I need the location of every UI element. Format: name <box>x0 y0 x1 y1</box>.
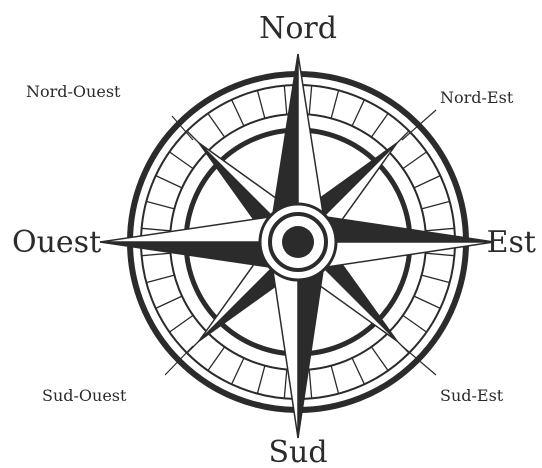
degree-band-tick <box>169 315 193 332</box>
degree-band-tick <box>208 347 225 371</box>
degree-band-tick <box>309 370 312 399</box>
label-south: Sud <box>268 435 327 468</box>
degree-band-tick <box>371 347 388 371</box>
degree-band-tick <box>284 370 287 399</box>
degree-band-tick <box>142 253 171 256</box>
degree-band-tick <box>156 176 182 188</box>
degree-band-tick <box>426 253 455 256</box>
degree-band-tick <box>169 152 193 169</box>
degree-band-tick <box>146 275 174 283</box>
center-hub-dot <box>282 226 314 258</box>
degree-band-tick <box>142 228 171 231</box>
label-northwest: Nord-Ouest <box>26 82 121 101</box>
degree-band-tick <box>208 113 225 137</box>
degree-band-tick <box>352 100 364 126</box>
degree-band-tick <box>284 86 287 115</box>
degree-band-tick <box>331 366 339 394</box>
degree-band-tick <box>414 296 440 308</box>
degree-band-tick <box>422 275 450 283</box>
degree-band-tick <box>403 315 427 332</box>
degree-band-tick <box>331 90 339 118</box>
label-northeast: Nord-Est <box>440 88 514 107</box>
degree-band-tick <box>146 201 174 209</box>
label-southwest: Sud-Ouest <box>42 386 127 405</box>
degree-band-tick <box>232 358 244 384</box>
degree-band-tick <box>352 358 364 384</box>
degree-band-tick <box>257 366 265 394</box>
degree-band-tick <box>403 152 427 169</box>
degree-band-tick <box>371 113 388 137</box>
degree-band-tick <box>257 90 265 118</box>
label-north: Nord <box>259 11 337 46</box>
label-west: Ouest <box>12 225 101 260</box>
degree-band-tick <box>309 86 312 115</box>
label-east: Est <box>487 225 536 260</box>
degree-band-tick <box>426 228 455 231</box>
label-southeast: Sud-Est <box>440 386 504 405</box>
degree-band-tick <box>414 176 440 188</box>
degree-band-tick <box>422 201 450 209</box>
degree-band-tick <box>156 296 182 308</box>
degree-band-tick <box>232 100 244 126</box>
